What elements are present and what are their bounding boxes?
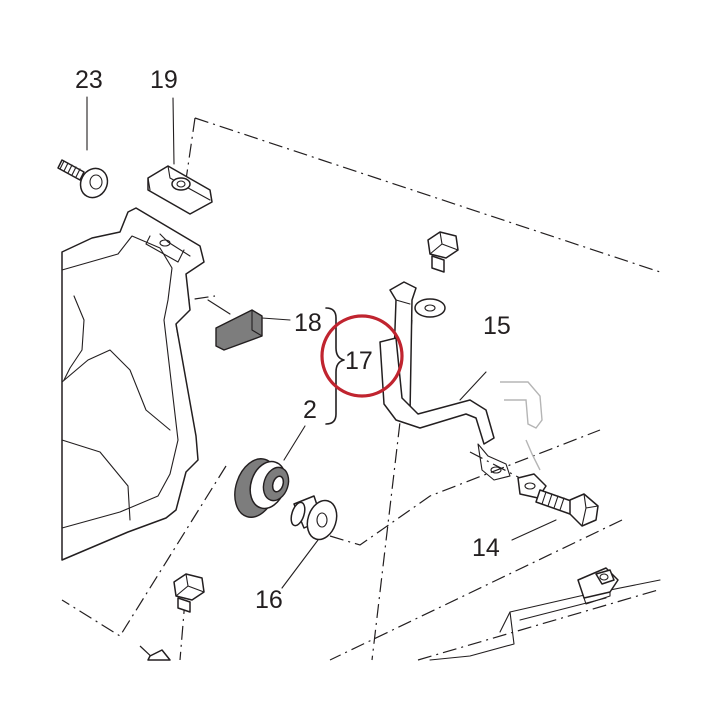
part-17-bolt bbox=[427, 231, 459, 273]
part-23-screw bbox=[57, 96, 109, 199]
callout-16: 16 bbox=[255, 586, 283, 614]
callout-labels: 23 19 18 17 2 15 14 16 bbox=[75, 66, 511, 614]
callout-19: 19 bbox=[150, 66, 178, 94]
callout-2: 2 bbox=[303, 396, 317, 424]
part-14-bolt bbox=[511, 489, 599, 541]
callout-14: 14 bbox=[472, 534, 500, 562]
left-bracket-housing bbox=[61, 207, 205, 561]
part-18-rubber-pad bbox=[207, 299, 291, 351]
part-19-clip-nut bbox=[147, 97, 213, 215]
callout-17: 17 bbox=[345, 347, 373, 375]
part-2-grommet bbox=[234, 425, 306, 518]
lower-left-bolt bbox=[147, 573, 205, 661]
callout-23: 23 bbox=[75, 66, 103, 94]
lower-right-panel bbox=[429, 567, 661, 661]
part-16-collar bbox=[281, 495, 338, 589]
brace-group bbox=[325, 307, 345, 425]
part-15-cable bbox=[379, 337, 547, 499]
callout-18: 18 bbox=[294, 309, 322, 337]
callout-15: 15 bbox=[483, 312, 511, 340]
highlight-circle bbox=[320, 314, 404, 398]
